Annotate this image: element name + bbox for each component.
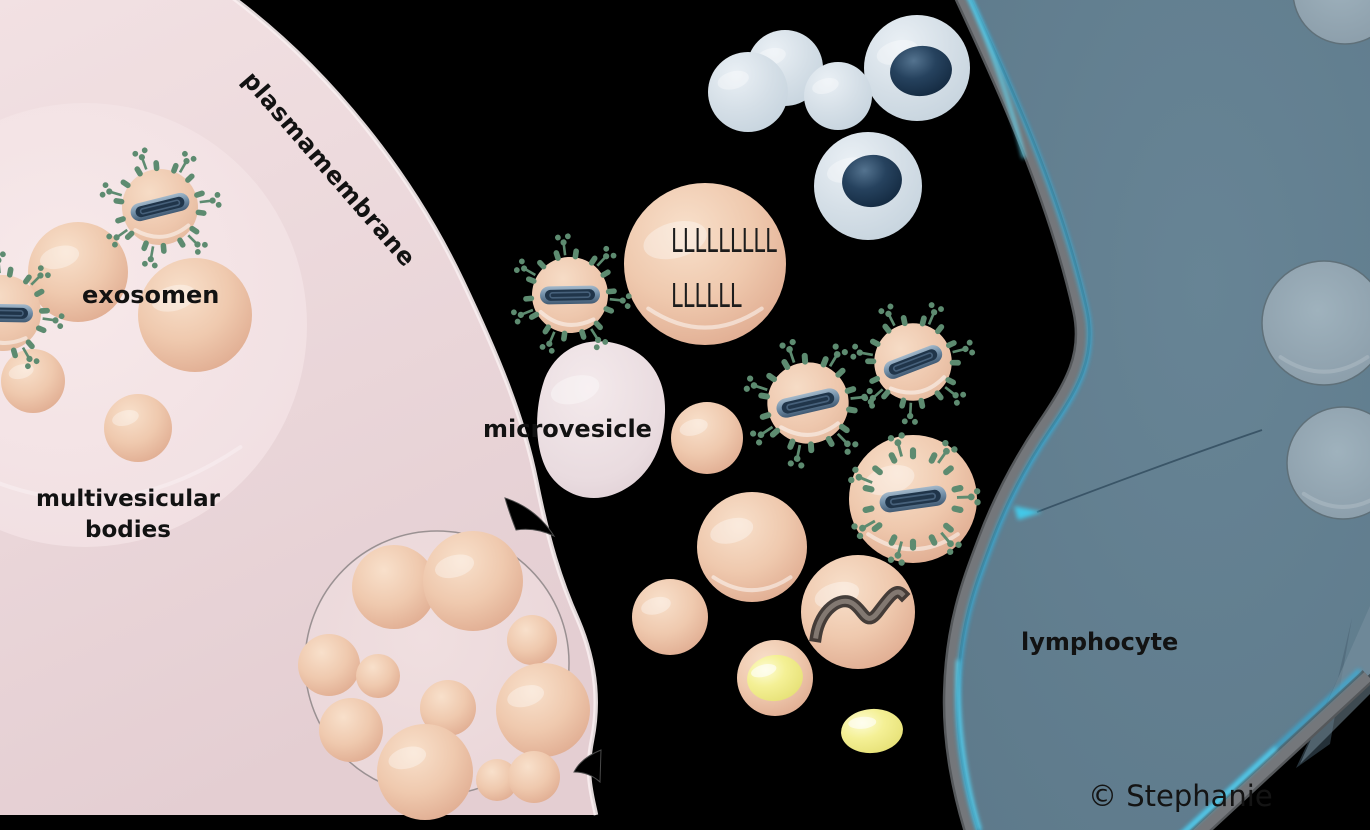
- lymphocyte-fold-line: [1036, 429, 1263, 513]
- vesicle: [632, 402, 807, 655]
- membrane-notch: [504, 497, 556, 538]
- exosome-in-vesicle: [847, 432, 981, 567]
- label-exosomes: exosomen: [82, 281, 220, 309]
- protein-ribbon-icon: [809, 586, 911, 643]
- label-multivesicular-bodies: multivesicular bodies: [27, 484, 229, 546]
- membrane-highlight: [232, 0, 599, 816]
- cell-nucleus: [890, 45, 952, 97]
- immune-cell: [804, 62, 872, 130]
- cell-nucleus: [842, 154, 902, 208]
- label-multivesicular-line2: bodies: [85, 517, 171, 543]
- label-microvesicle: microvesicle: [483, 415, 652, 443]
- label-multivesicular-line1: multivesicular: [35, 486, 221, 512]
- immune-cell: [708, 30, 823, 132]
- membrane-glow: [955, 0, 1362, 830]
- immune-cell-with-nucleus: [814, 132, 922, 240]
- marked-vesicle: [624, 183, 786, 345]
- ribbon-vesicle: [801, 555, 915, 669]
- secreting-cell: [0, 0, 665, 820]
- membrane-notch: [573, 749, 602, 784]
- label-lymphocyte: lymphocyte: [1021, 628, 1179, 656]
- vesicle: [1, 222, 252, 462]
- immune-cell-with-nucleus: [864, 15, 970, 121]
- vesicle-surface-marks-line2: LLLLLL: [671, 276, 742, 315]
- yellow-cargo: [841, 708, 903, 754]
- lymphocyte-cell: [942, 0, 1370, 830]
- multivesicular-body-2: [298, 530, 590, 820]
- extracellular-space: [502, 183, 987, 754]
- lymphocyte-membrane: [942, 0, 1370, 830]
- copyright-credit: © Stephanie: [1088, 779, 1273, 813]
- yellow-cargo-vesicle: [737, 640, 813, 716]
- vesicle: [298, 531, 590, 820]
- lymphocyte-vesicle: [1262, 0, 1370, 519]
- multivesicular-body-1: [0, 103, 307, 547]
- vesicle-surface-marks-line1: LLLLLLLLL: [671, 221, 777, 260]
- immune-cells: [708, 15, 970, 240]
